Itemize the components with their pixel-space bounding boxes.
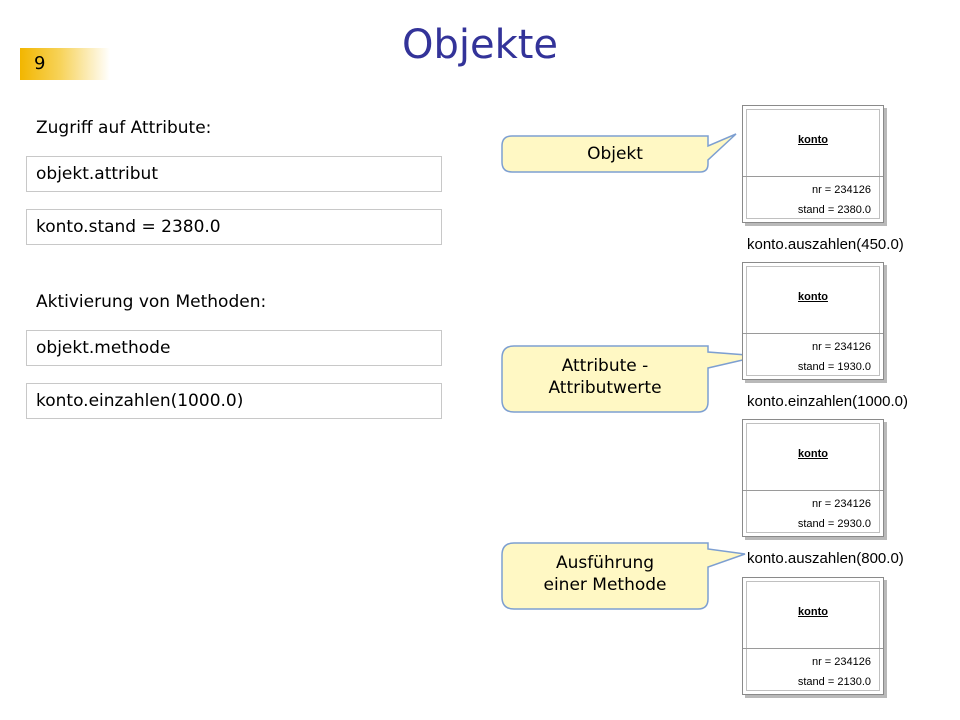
object-attr-stand: stand = 2930.0 bbox=[797, 518, 871, 530]
callout-objekt-bubble bbox=[501, 133, 737, 173]
object-divider bbox=[743, 490, 883, 491]
method-call-3: konto.auszahlen(800.0) bbox=[747, 550, 904, 567]
method-code-example: konto.einzahlen(1000.0) bbox=[26, 383, 442, 419]
method-label: Aktivierung von Methoden: bbox=[36, 292, 267, 312]
object-attr-stand: stand = 1930.0 bbox=[797, 361, 871, 373]
object-divider bbox=[743, 648, 883, 649]
object-attr-nr: nr = 234126 bbox=[811, 184, 871, 196]
object-card-4: konto nr = 234126 stand = 2130.0 bbox=[742, 577, 884, 695]
access-label: Zugriff auf Attribute: bbox=[36, 118, 212, 138]
slide-number: 9 bbox=[20, 48, 110, 80]
object-attr-stand: stand = 2130.0 bbox=[797, 676, 871, 688]
object-name: konto bbox=[798, 134, 828, 146]
object-attr-nr: nr = 234126 bbox=[811, 656, 871, 668]
access-code-example: konto.stand = 2380.0 bbox=[26, 209, 442, 245]
object-card-frame bbox=[746, 423, 880, 533]
object-card-frame bbox=[746, 266, 880, 376]
object-name: konto bbox=[798, 448, 828, 460]
method-code-generic: objekt.methode bbox=[26, 330, 442, 366]
callout-attribute-bubble bbox=[501, 345, 761, 413]
callout-methode-text: Ausführung einer Methode bbox=[520, 552, 690, 596]
callout-attribute-line2: Attributwerte bbox=[548, 378, 662, 398]
object-attr-nr: nr = 234126 bbox=[811, 341, 871, 353]
object-card-frame bbox=[746, 581, 880, 691]
object-card-1: konto nr = 234126 stand = 2380.0 bbox=[742, 105, 884, 223]
object-card-frame bbox=[746, 109, 880, 219]
object-attr-nr: nr = 234126 bbox=[811, 498, 871, 510]
callout-methode-bubble bbox=[501, 542, 746, 610]
slide-title: Objekte bbox=[401, 22, 559, 68]
callout-methode-line2: einer Methode bbox=[543, 575, 667, 595]
object-name: konto bbox=[798, 606, 828, 618]
object-name: konto bbox=[798, 291, 828, 303]
method-call-2: konto.einzahlen(1000.0) bbox=[747, 393, 908, 410]
callout-methode-line1: Ausführung bbox=[555, 553, 655, 573]
object-divider bbox=[743, 176, 883, 177]
callout-attribute-text: Attribute - Attributwerte bbox=[520, 355, 690, 399]
object-card-3: konto nr = 234126 stand = 2930.0 bbox=[742, 419, 884, 537]
object-attr-stand: stand = 2380.0 bbox=[797, 204, 871, 216]
object-divider bbox=[743, 333, 883, 334]
access-code-generic: objekt.attribut bbox=[26, 156, 442, 192]
method-call-1: konto.auszahlen(450.0) bbox=[747, 236, 904, 253]
callout-objekt-text: Objekt bbox=[587, 144, 643, 164]
object-card-2: konto nr = 234126 stand = 1930.0 bbox=[742, 262, 884, 380]
callout-attribute-line1: Attribute - bbox=[561, 356, 649, 376]
